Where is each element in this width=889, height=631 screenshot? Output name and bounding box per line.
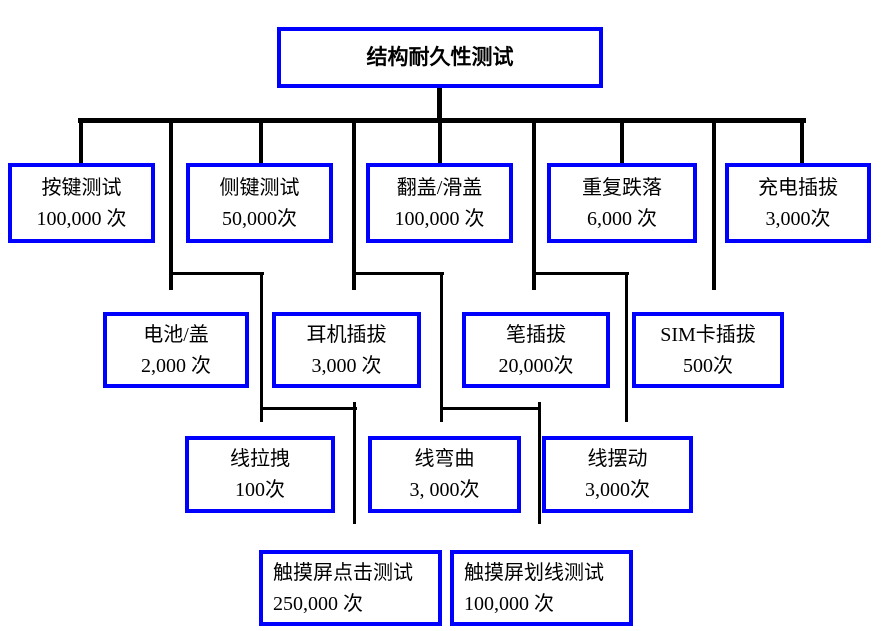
node-count: 100,000 次: [36, 207, 127, 230]
node-label: 按键测试: [41, 176, 122, 199]
connector-branch-touch-swipe-v: [538, 402, 541, 524]
node-label: 触摸屏划线测试: [464, 561, 604, 584]
node-count: 3,000次: [585, 479, 650, 501]
node-label: 充电插拔: [758, 176, 838, 199]
node-cable-swing: 线摆动 3,000次: [542, 436, 693, 513]
node-count: 2,000 次: [141, 354, 211, 377]
node-headset-plug: 耳机插拔 3,000 次: [272, 312, 421, 388]
node-count: 500次: [683, 354, 733, 377]
node-label: SIM卡插拔: [660, 323, 756, 346]
node-count: 3,000次: [765, 207, 831, 230]
node-label: 结构耐久性测试: [366, 45, 514, 69]
node-flip-slide: 翻盖/滑盖 100,000 次: [366, 163, 513, 243]
connector-drop-button-test: [79, 118, 83, 164]
node-label: 触摸屏点击测试: [273, 561, 413, 584]
connector-branch-touch-tap-h: [260, 407, 357, 410]
node-button-test: 按键测试 100,000 次: [8, 163, 155, 243]
node-touchscreen-tap-test: 触摸屏点击测试 250,000 次: [259, 550, 442, 626]
node-label: 笔插拔: [506, 323, 566, 346]
node-count: 6,000 次: [587, 207, 657, 230]
node-label: 重复跌落: [582, 176, 662, 199]
connector-root-stub: [437, 87, 442, 119]
connector-branch-touch-tap-v: [353, 402, 356, 524]
node-count: 50,000次: [222, 207, 297, 230]
connector-drop-flip-slide: [438, 118, 442, 164]
node-count: 3,000 次: [311, 354, 382, 377]
connector-branch-cable-swing-v: [625, 272, 628, 422]
node-side-key-test: 侧键测试 50,000次: [186, 163, 333, 243]
node-label: 线弯曲: [414, 448, 475, 470]
node-label: 翻盖/滑盖: [396, 176, 483, 199]
connector-branch-cable-pull-v: [260, 272, 263, 422]
node-label: 侧键测试: [219, 176, 300, 199]
connector-drop-side-key-test: [259, 118, 263, 164]
node-count: 100,000 次: [464, 592, 554, 615]
node-cable-bend: 线弯曲 3, 000次: [368, 436, 521, 513]
connector-drop-headset-plug: [352, 118, 356, 290]
node-charger-plug: 充电插拔 3,000次: [725, 163, 871, 243]
node-cable-pull: 线拉拽 100次: [185, 436, 335, 513]
node-root-title: 结构耐久性测试: [277, 27, 603, 88]
node-count: 100次: [235, 479, 285, 501]
node-stylus-plug: 笔插拔 20,000次: [462, 312, 610, 388]
connector-drop-sim-plug: [712, 118, 716, 290]
connector-branch-touch-swipe-h: [440, 407, 541, 410]
node-count: 3, 000次: [409, 479, 480, 501]
connector-drop-charger-plug: [800, 118, 804, 164]
node-label: 线拉拽: [230, 448, 290, 470]
node-repeated-drop: 重复跌落 6,000 次: [547, 163, 697, 243]
node-count: 20,000次: [498, 354, 574, 377]
node-count: 250,000 次: [273, 592, 363, 615]
node-battery-cover: 电池/盖 2,000 次: [103, 312, 249, 388]
node-sim-plug: SIM卡插拔 500次: [632, 312, 784, 388]
node-touchscreen-swipe-test: 触摸屏划线测试 100,000 次: [450, 550, 633, 626]
connector-branch-cable-pull-h: [169, 272, 264, 275]
connector-branch-cable-bend-v: [440, 272, 443, 422]
connector-bus: [78, 118, 806, 123]
node-count: 100,000 次: [394, 207, 485, 230]
node-label: 耳机插拔: [306, 323, 387, 346]
connector-drop-repeated-drop: [620, 118, 624, 164]
connector-drop-stylus-plug: [532, 118, 536, 290]
node-label: 电池/盖: [143, 323, 209, 346]
connector-branch-cable-swing-h: [532, 272, 629, 275]
connector-branch-cable-bend-h: [352, 272, 444, 275]
connector-drop-battery-cover: [169, 118, 173, 290]
node-label: 线摆动: [587, 448, 648, 470]
